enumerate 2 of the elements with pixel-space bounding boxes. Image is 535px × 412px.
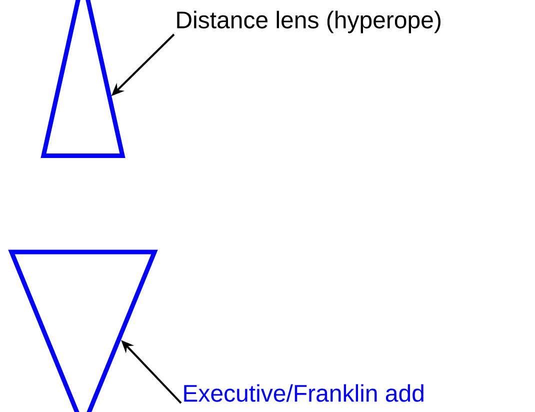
label-text: Executive/Franklin add <box>184 384 424 402</box>
label-text: Distance lens (hyperope) <box>177 10 440 34</box>
